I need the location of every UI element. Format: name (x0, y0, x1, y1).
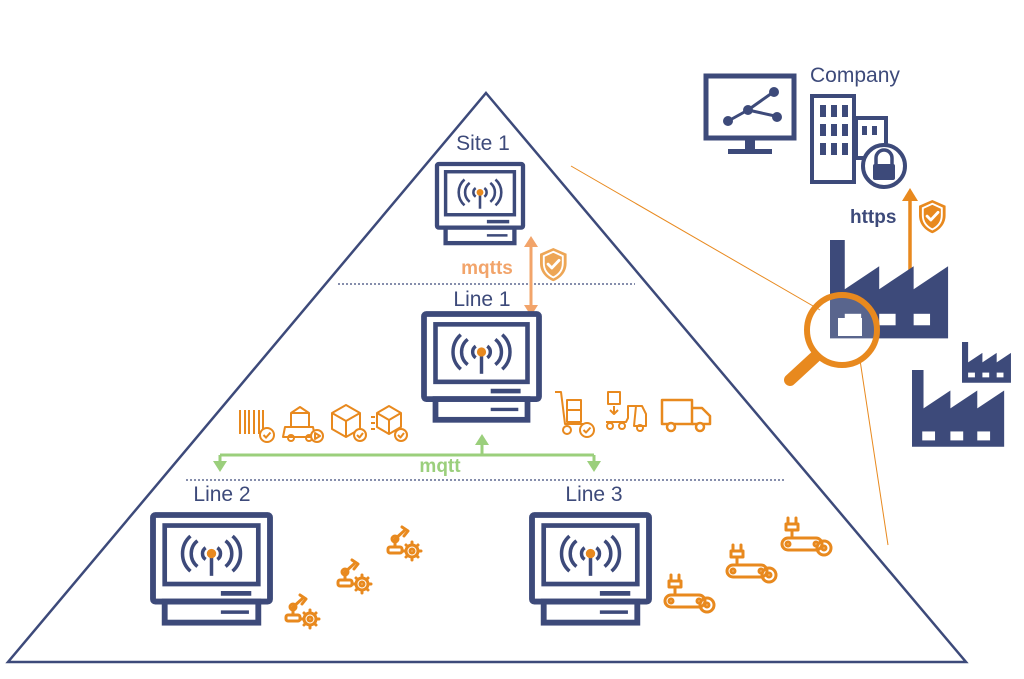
https-arrow (902, 188, 918, 272)
zoom-line-top (570, 165, 821, 311)
package-icon (331, 404, 367, 442)
mqtts-label: mqtts (461, 258, 513, 279)
shield-check-icon (538, 246, 569, 283)
conveyor-icon (780, 516, 833, 557)
mqtt-arrowhead-left (213, 461, 227, 472)
factory-icon (962, 342, 1011, 383)
mqtt-label: mqtt (419, 456, 461, 477)
mqtt-arrow (218, 442, 596, 463)
line1-label: Line 1 (453, 288, 510, 311)
barcode-icon (239, 410, 275, 443)
factory-icon (912, 370, 1005, 447)
pyramid-outline (5, 91, 969, 664)
site1-label: Site 1 (456, 132, 510, 155)
robot-arm-icon (336, 558, 373, 595)
zoom-line-bottom (859, 359, 889, 546)
mqtt-arrowhead-up (475, 434, 489, 445)
robot-arm-icon (284, 593, 321, 630)
mqtt-arrowhead-right (587, 461, 601, 472)
forklift-icon (282, 406, 324, 443)
line2-label: Line 2 (193, 483, 250, 506)
delivery-truck-icon (660, 398, 712, 433)
pallet-jack-icon (606, 391, 647, 432)
conveyor-icon (663, 573, 716, 614)
magnifier-icon (784, 292, 880, 386)
site1-server-icon (437, 164, 523, 243)
mqtts-arrow (524, 236, 538, 316)
shield-check-icon (917, 198, 948, 235)
monitor-network-icon (703, 73, 797, 154)
hand-truck-icon (555, 391, 595, 438)
company-label: Company (810, 64, 900, 87)
line3-server-icon (532, 515, 649, 623)
line3-label: Line 3 (565, 483, 622, 506)
https-label: https (850, 207, 896, 228)
package-delivery-icon (371, 405, 408, 442)
line1-server-icon (424, 314, 539, 420)
conveyor-icon (725, 543, 778, 584)
line2-server-icon (153, 515, 270, 623)
robot-arm-icon (386, 525, 423, 562)
lock-icon (861, 143, 907, 189)
